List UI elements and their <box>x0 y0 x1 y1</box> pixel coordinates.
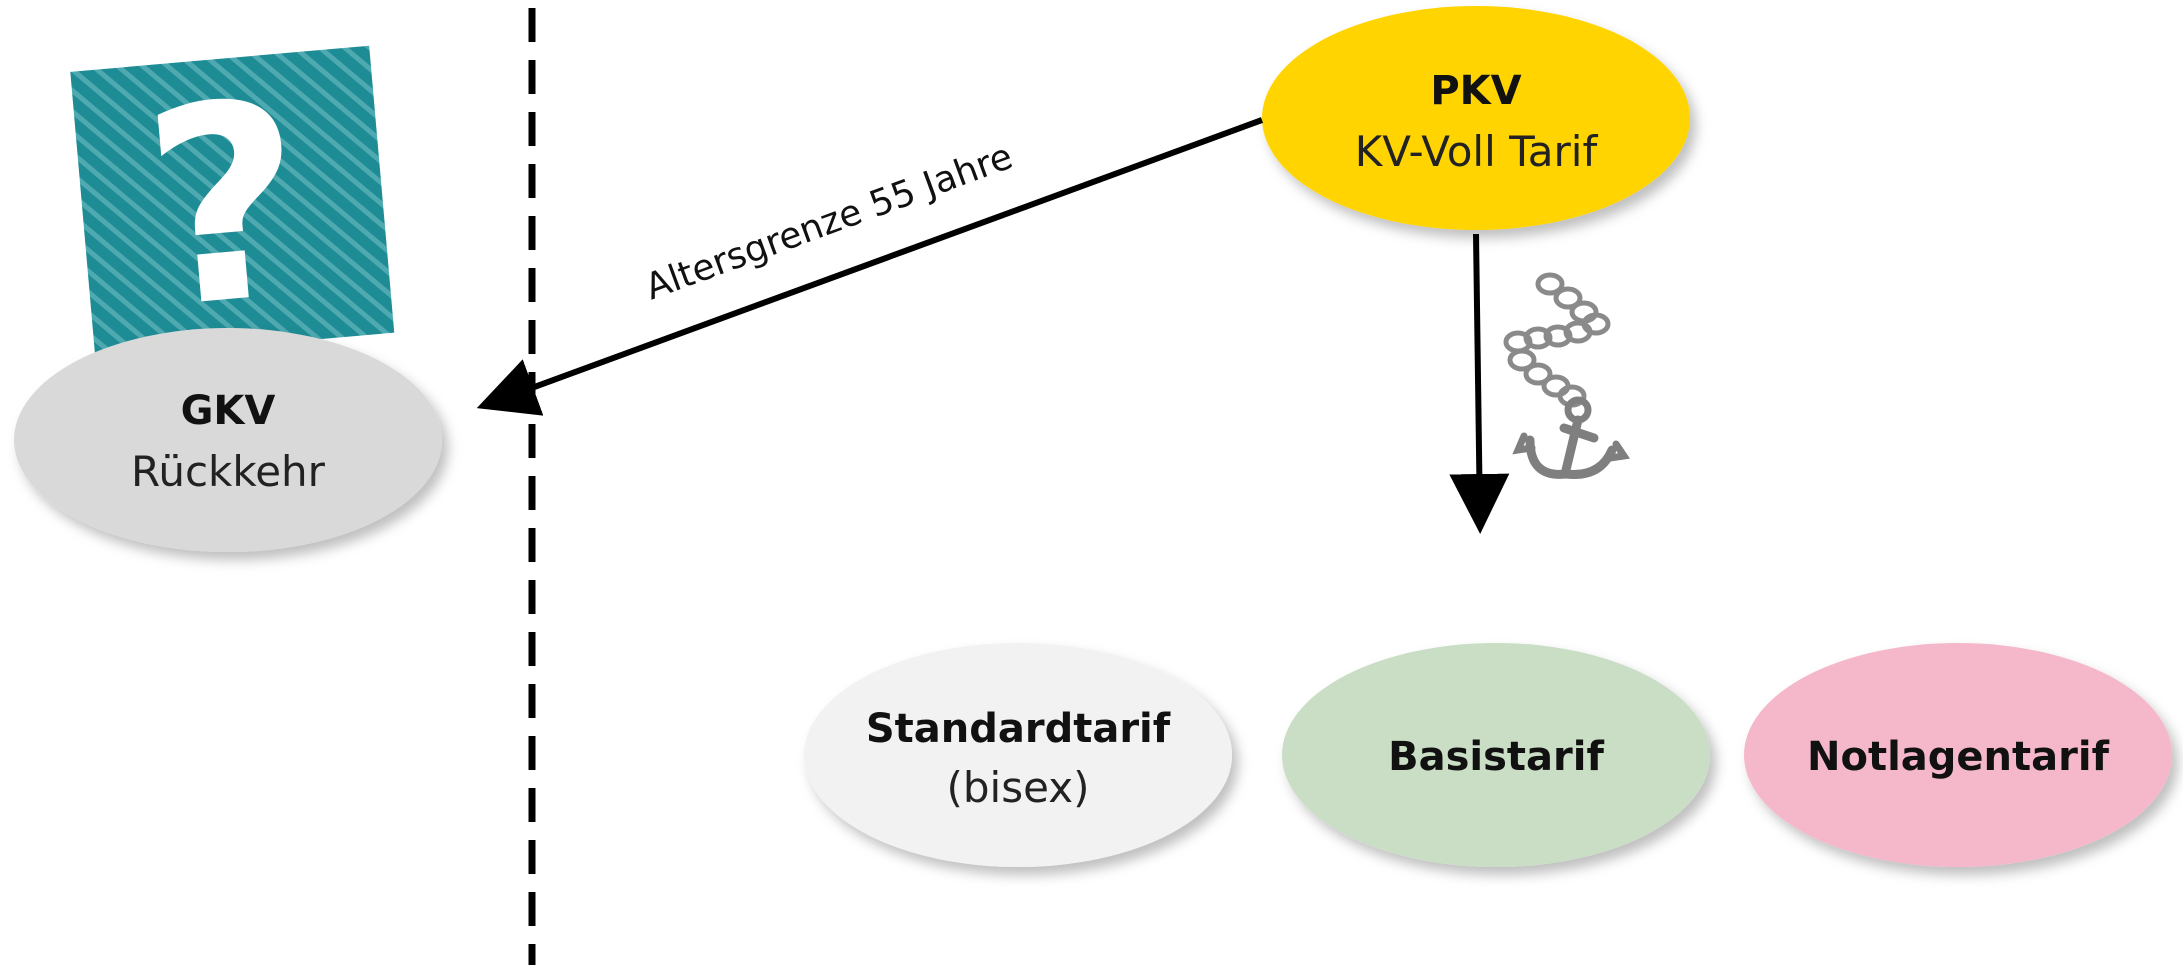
notlagentarif-ellipse <box>1744 643 2172 867</box>
arrow-pkv-down <box>1449 233 1510 534</box>
pkv-title: PKV <box>1430 68 1521 114</box>
gkv-ellipse <box>14 328 442 552</box>
svg-text:?: ? <box>134 42 317 369</box>
gkv-subtitle: Rückkehr <box>131 447 326 496</box>
pkv-subtitle: KV-Voll Tarif <box>1355 127 1599 176</box>
edge-label-altersgrenze: Altersgrenze 55 Jahre <box>640 136 1018 308</box>
standardtarif-subtitle: (bisex) <box>947 763 1090 812</box>
pkv-ellipse <box>1262 6 1690 230</box>
question-mark-icon: ? <box>70 42 395 369</box>
node-standardtarif: Standardtarif (bisex) <box>804 643 1232 867</box>
gkv-title: GKV <box>181 388 276 434</box>
node-pkv: PKV KV-Voll Tarif <box>1262 6 1690 230</box>
anchor-chain-icon <box>1503 272 1630 479</box>
node-gkv: GKV Rückkehr <box>14 328 442 552</box>
basistarif-ellipse <box>1282 643 1710 867</box>
basistarif-title: Basistarif <box>1388 734 1604 780</box>
standardtarif-ellipse <box>804 643 1232 867</box>
node-notlagentarif: Notlagentarif <box>1744 643 2172 867</box>
standardtarif-title: Standardtarif <box>866 706 1171 752</box>
arrow-pkv-to-gkv <box>476 117 1264 416</box>
node-basistarif: Basistarif <box>1282 643 1710 867</box>
notlagentarif-title: Notlagentarif <box>1807 734 2110 780</box>
